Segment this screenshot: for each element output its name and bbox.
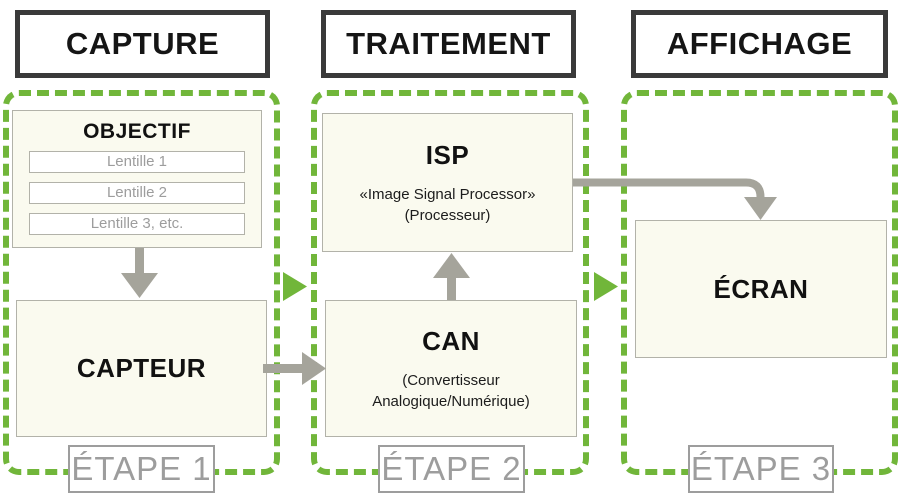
isp-box: ISP «Image Signal Processor» (Processeur… [322, 113, 573, 252]
etape1-label: ÉTAPE 1 [68, 445, 215, 493]
capteur-box: CAPTEUR [16, 300, 267, 437]
ecran-box: ÉCRAN [635, 220, 887, 358]
can-box: CAN (Convertisseur Analogique/Numérique) [325, 300, 577, 437]
stage-transition-arrow-1 [283, 272, 307, 301]
objectif-box: OBJECTIF Lentille 1 Lentille 2 Lentille … [12, 110, 262, 248]
isp-subtitle-en: «Image Signal Processor» [359, 185, 536, 203]
can-subtitle: (Convertisseur Analogique/Numérique) [372, 371, 530, 410]
lens-item-2: Lentille 2 [29, 182, 245, 204]
stage-transition-arrow-2 [594, 272, 618, 301]
can-title: CAN [422, 325, 480, 356]
isp-subtitle-fr: (Processeur) [404, 206, 491, 224]
stage-header-traitement: TRAITEMENT [321, 10, 576, 78]
lens-item-3: Lentille 3, etc. [29, 213, 245, 235]
stage-header-capture: CAPTURE [15, 10, 270, 78]
lens-item-1: Lentille 1 [29, 151, 245, 173]
etape3-label: ÉTAPE 3 [688, 445, 834, 493]
stage-header-affichage: AFFICHAGE [631, 10, 888, 78]
isp-title: ISP [425, 139, 470, 170]
objectif-title: OBJECTIF [83, 120, 191, 143]
etape2-label: ÉTAPE 2 [378, 445, 525, 493]
